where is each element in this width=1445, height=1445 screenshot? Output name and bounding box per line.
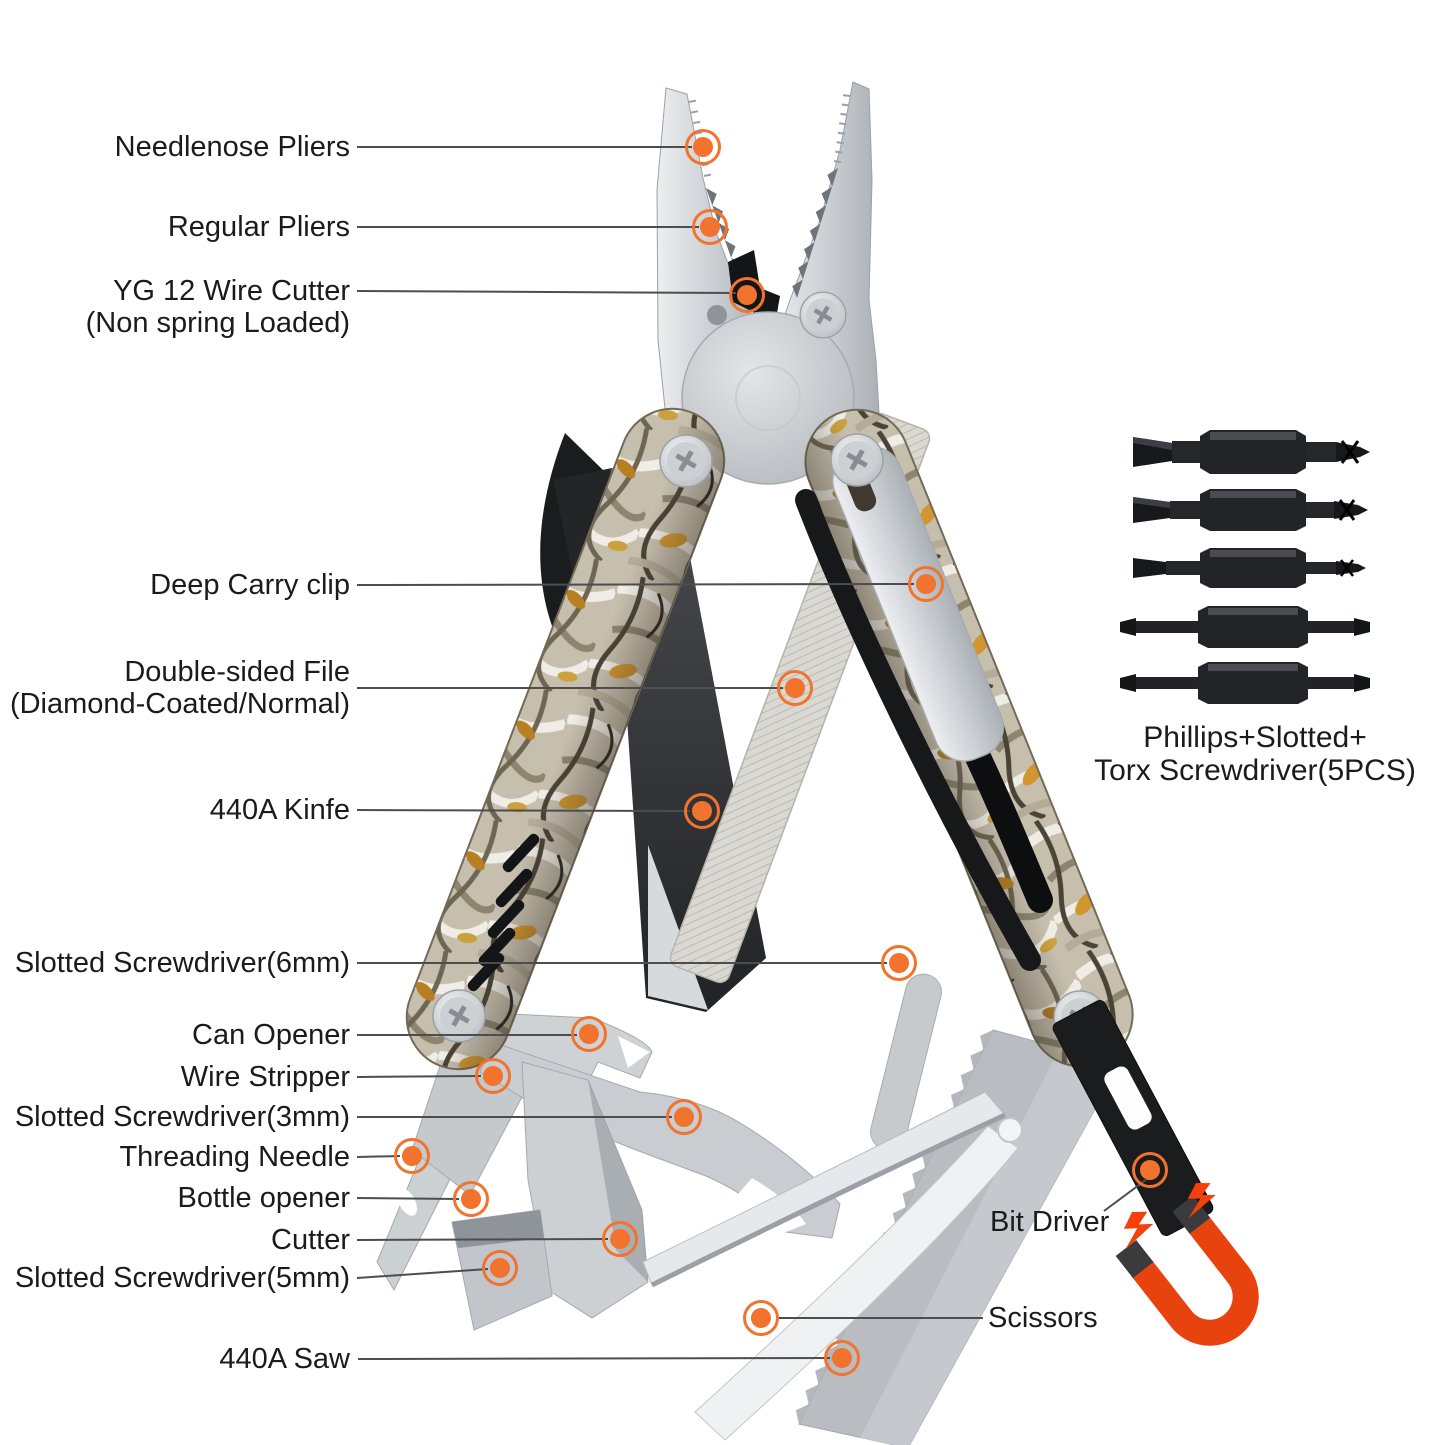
leader-lines [356,146,1148,1360]
label-screwdriver-3mm: Slotted Screwdriver(3mm) [14,1101,350,1133]
scissors-and-saw [642,973,1121,1445]
marker-slotted-screwdriver-5mm [482,1250,518,1286]
scissors-pivot [997,1117,1023,1143]
label-knife: 440A Kinfe [209,794,350,826]
bits-caption-line1: Phillips+Slotted+ [1143,721,1367,754]
leader-line-slotted-screwdriver-5mm [356,1268,489,1279]
marker-double-sided-file [777,670,813,706]
label-screwdriver-6mm: Slotted Screwdriver(6mm) [14,947,350,979]
label-scissors: Scissors [988,1302,1098,1334]
handles [405,407,1134,1071]
slotted-phillips-bit-large [1133,430,1370,474]
label-double-sided-file: Double-sided File (Diamond-Coated/Normal… [10,656,350,720]
label-wire-cutter-line2: (Non spring Loaded) [85,307,350,339]
label-file-line2: (Diamond-Coated/Normal) [9,688,350,720]
torx-bit [1120,606,1370,648]
marker-bottle-opener [453,1181,489,1217]
label-wire-stripper: Wire Stripper [180,1061,350,1093]
label-regular-pliers: Regular Pliers [167,211,350,243]
label-saw: 440A Saw [219,1343,350,1375]
label-wire-cutter-line1: YG 12 Wire Cutter [113,275,350,307]
marker-can-opener [571,1016,607,1052]
label-can-opener: Can Opener [192,1019,350,1051]
label-wire-cutter: YG 12 Wire Cutter (Non spring Loaded) [86,275,350,339]
label-bottle-opener: Bottle opener [177,1182,350,1214]
slotted-phillips-bit [1133,489,1368,531]
lightning-bolt-icon [1187,1183,1216,1219]
slotted-phillips-bit-small [1133,548,1366,588]
right-handle [795,408,1134,1068]
torx-bit [1120,662,1370,704]
marker-regular-pliers [692,209,728,245]
leader-line-wire-stripper [356,1075,482,1078]
label-file-line1: Double-sided File [124,656,350,688]
bits-caption-line2: Torx Screwdriver(5PCS) [1094,754,1416,787]
leader-line-threading-needle [356,1155,401,1158]
leader-line-cutter [356,1238,609,1241]
label-deep-carry-clip: Deep Carry clip [150,569,350,601]
marker-needlenose-pliers [685,129,721,165]
leader-line-deep-carry-clip [356,583,915,586]
magnet-icon [1115,1183,1259,1346]
hotspot-markers [394,129,1168,1376]
scissors-blade-lower [694,1125,1019,1441]
marker-slotted-screwdriver-3mm [666,1099,702,1135]
marker-saw-440a [824,1340,860,1376]
marker-slotted-screwdriver-6mm [881,945,917,981]
lightning-bolt-icon [1123,1211,1154,1250]
marker-threading-needle [394,1138,430,1174]
label-cutter: Cutter [271,1224,350,1256]
bits-caption: Phillips+Slotted+ Torx Screwdriver(5PCS) [1035,721,1445,787]
jaw-hole [707,305,727,325]
screwdriver-bits-panel [1120,430,1370,704]
leader-line-saw-440a [357,1357,831,1360]
leader-line-knife-440a [356,809,691,812]
leader-line-wire-cutter [356,290,737,294]
small-tool-fan [376,1011,841,1331]
marker-cutter [602,1221,638,1257]
marker-bit-driver [1132,1152,1168,1188]
label-screwdriver-5mm: Slotted Screwdriver(5mm) [14,1262,350,1294]
marker-deep-carry-clip [908,566,944,602]
leader-line-bottle-opener [356,1197,460,1200]
label-needlenose-pliers: Needlenose Pliers [114,131,350,163]
marker-knife-440a [684,793,720,829]
label-threading-needle: Threading Needle [119,1141,350,1173]
marker-wire-stripper [475,1058,511,1094]
marker-wire-cutter [729,277,765,313]
label-bit-driver: Bit Driver [990,1206,1110,1238]
marker-scissors [743,1300,779,1336]
